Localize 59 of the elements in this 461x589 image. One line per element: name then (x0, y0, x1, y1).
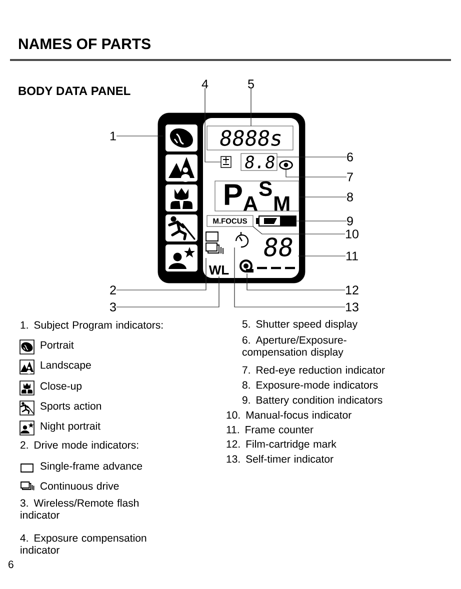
callout-number: 4 (202, 80, 208, 88)
list-item: 10. Manual-focus indicator (226, 411, 352, 419)
list-item: Continuous drive (40, 482, 119, 490)
leader-line (252, 226, 346, 234)
list-item: Single-frame advance (40, 462, 142, 472)
list-item: 6. Aperture/Exposure-compensation display (242, 336, 346, 358)
list-item: 3. Wireless/Remote flash indicator (20, 499, 138, 519)
film-cartridge-icon (240, 260, 254, 272)
section-heading: BODY DATA PANEL (18, 86, 130, 96)
list-item: Night portrait (40, 422, 100, 432)
callout-number: 9 (347, 216, 353, 226)
leader-line (116, 258, 206, 290)
page-number: 6 (8, 560, 14, 568)
list-item: 5. Shutter speed display (242, 320, 358, 330)
plus-minus-icon (220, 156, 232, 168)
callout-number: 13 (346, 302, 358, 312)
leader-line (298, 196, 347, 198)
callout-number: 5 (248, 80, 254, 88)
list-item: 8. Exposure-mode indicators (242, 381, 378, 391)
list-item: 1. Subject Program indicators: (20, 321, 163, 331)
leader-line (116, 276, 220, 308)
callout-number: 2 (110, 286, 116, 294)
list-item: 9. Battery condition indicators (242, 396, 382, 406)
battery-icon (256, 216, 296, 226)
list-item: 13. Self-timer indicator (226, 455, 334, 463)
callout-number: 10 (346, 230, 358, 238)
callout-number: 12 (346, 286, 358, 294)
frame-counter-digits: 88 (257, 238, 295, 270)
drive-mode-icon (206, 232, 224, 254)
callout-number: 3 (110, 302, 116, 312)
lcd-digits: 8888s (206, 126, 294, 150)
leader-line (234, 247, 346, 308)
list-item: Portrait (40, 341, 74, 349)
list-item: 12. Film-cartridge mark (226, 440, 336, 450)
list-item: 11. Frame counter (226, 426, 314, 434)
leader-line (296, 220, 347, 222)
list-item: Landscape (40, 361, 91, 371)
leader-line (246, 273, 346, 290)
list-item: Close-up (40, 382, 82, 392)
page-title: NAMES OF PARTS (19, 38, 150, 50)
list-item: Sports action (40, 402, 101, 412)
callout-number: 8 (347, 192, 353, 202)
mode-letters: P$_{A}$SM (214, 180, 300, 212)
list-item: 7. Red-eye reduction indicator (242, 366, 385, 376)
list-item: 4. Exposure compensation indicator (20, 534, 146, 554)
leader-line (276, 156, 347, 158)
leader-line (250, 88, 252, 126)
list-item: 2. Drive mode indicators: (20, 441, 138, 449)
leader-line (286, 170, 347, 178)
callout-number: 6 (347, 152, 353, 162)
leader-line (204, 88, 222, 162)
callout-number: 11 (346, 252, 358, 260)
timer-icon (235, 232, 249, 248)
eye-icon (279, 160, 293, 170)
callout-number: 1 (110, 132, 116, 140)
icon-strip-drawing (166, 124, 198, 272)
lcd-letters: WL (208, 266, 229, 274)
lcd-digits: 8.8 (240, 153, 278, 171)
callout-number: 7 (347, 172, 353, 182)
